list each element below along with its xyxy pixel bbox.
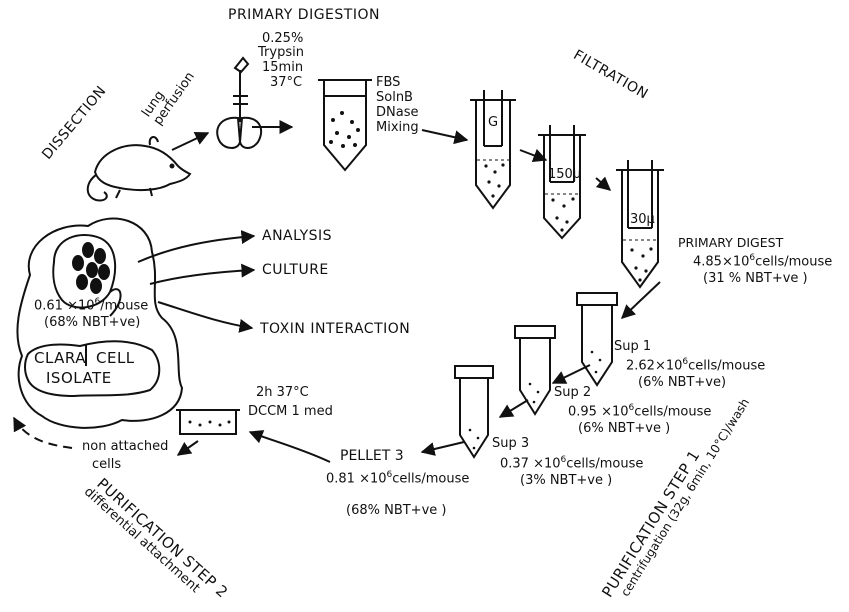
sup1-count-exp: 6 bbox=[682, 357, 689, 367]
filter-150-label: 150µ bbox=[548, 167, 582, 182]
digestion-conc: 0.25% bbox=[262, 31, 304, 46]
sup3-count-unit: cells/mouse bbox=[566, 456, 644, 472]
sup2-count-unit: cells/mouse bbox=[634, 404, 712, 420]
primary-digest-count-exp: 6 bbox=[749, 253, 756, 263]
non-attached-line2: cells bbox=[92, 457, 122, 472]
sup1-label: Sup 1 bbox=[614, 339, 652, 354]
output-analysis: ANALYSIS bbox=[262, 228, 333, 244]
sup2-count: 0.95 ×106cells/mouse bbox=[568, 403, 712, 420]
additive-mixing: Mixing bbox=[376, 120, 419, 135]
pellet3-label: PELLET 3 bbox=[340, 448, 404, 464]
additive-solnb: SolnB bbox=[376, 90, 413, 105]
isolate-title-clara: CLARA bbox=[34, 349, 87, 367]
sup3-count: 0.37 ×106cells/mouse bbox=[500, 455, 644, 472]
isolate-count: 0.61 ×106/mouse bbox=[34, 297, 149, 314]
primary-digest-nbt: (31 % NBT+ve ) bbox=[703, 271, 808, 286]
digestion-time: 15min bbox=[262, 60, 304, 75]
additive-fbs: FBS bbox=[376, 75, 401, 90]
sup1-count-unit: cells/mouse bbox=[688, 358, 766, 374]
non-attached-line1: non attached bbox=[82, 439, 169, 454]
sup1-nbt: (6% NBT+ve) bbox=[638, 375, 727, 390]
isolate-count-exp: 6 bbox=[94, 297, 101, 307]
isolate-outline bbox=[16, 217, 184, 429]
sup1-count: 2.62×106cells/mouse bbox=[626, 357, 766, 374]
lung-icon bbox=[216, 56, 263, 149]
clara-cell-icon bbox=[52, 234, 122, 317]
centrifuge-tube-1-icon bbox=[576, 292, 618, 387]
sup3-nbt: (3% NBT+ve ) bbox=[520, 473, 613, 488]
additive-dnase: DNase bbox=[376, 105, 419, 120]
primary-digest-count-unit: cells/mouse bbox=[755, 254, 833, 270]
filter-30-icon bbox=[616, 160, 664, 289]
sup1-count-base: 2.62×10 bbox=[626, 358, 683, 374]
digestion-enzyme: Trypsin bbox=[258, 45, 304, 60]
pellet3-count-unit: cells/mouse bbox=[392, 471, 470, 487]
pellet3-count-base: 0.81 ×10 bbox=[326, 471, 387, 487]
attachment-condition: 2h 37°C bbox=[256, 385, 309, 400]
filter-g-icon bbox=[470, 90, 516, 210]
output-toxin-interaction: TOXIN INTERACTION bbox=[260, 321, 411, 337]
digestion-temp: 37°C bbox=[270, 75, 303, 90]
pellet3-count: 0.81 ×106cells/mouse bbox=[326, 470, 470, 487]
isolate-nbt: (68% NBT+ve) bbox=[44, 315, 141, 330]
primary-digest-count: 4.85×106cells/mouse bbox=[693, 253, 833, 270]
isolate-title-isolate: ISOLATE bbox=[46, 369, 112, 387]
sup2-count-base: 0.95 ×10 bbox=[568, 404, 629, 420]
pellet3-nbt: (68% NBT+ve ) bbox=[346, 503, 447, 518]
isolate-count-base: 0.61 ×10 bbox=[34, 298, 95, 314]
filter-30-label: 30µ bbox=[630, 212, 655, 227]
sup3-count-exp: 6 bbox=[560, 455, 567, 465]
heading-primary-digestion: PRIMARY DIGESTION bbox=[228, 7, 380, 23]
isolate-title-cell: CELL bbox=[96, 349, 135, 367]
centrifuge-tube-2-icon bbox=[514, 325, 556, 416]
sup2-label: Sup 2 bbox=[554, 385, 592, 400]
filter-g-label: G bbox=[488, 115, 499, 130]
sup3-label: Sup 3 bbox=[492, 436, 530, 451]
attachment-medium: DCCM 1 med bbox=[248, 404, 333, 419]
output-culture: CULTURE bbox=[262, 262, 329, 278]
digestion-tube-icon bbox=[318, 79, 372, 172]
filter-150-icon bbox=[538, 125, 586, 240]
pellet3-count-exp: 6 bbox=[386, 470, 393, 480]
primary-digest-title: PRIMARY DIGEST bbox=[678, 235, 784, 250]
isolate-count-unit: /mouse bbox=[100, 298, 149, 314]
mouse-icon bbox=[86, 136, 192, 202]
sup2-nbt: (6% NBT+ve ) bbox=[578, 421, 671, 436]
sup3-count-base: 0.37 ×10 bbox=[500, 456, 561, 472]
primary-digest-count-base: 4.85×10 bbox=[693, 254, 750, 270]
culture-dish-icon bbox=[176, 409, 240, 435]
sup2-count-exp: 6 bbox=[628, 403, 635, 413]
centrifuge-tube-3-icon bbox=[454, 365, 494, 459]
